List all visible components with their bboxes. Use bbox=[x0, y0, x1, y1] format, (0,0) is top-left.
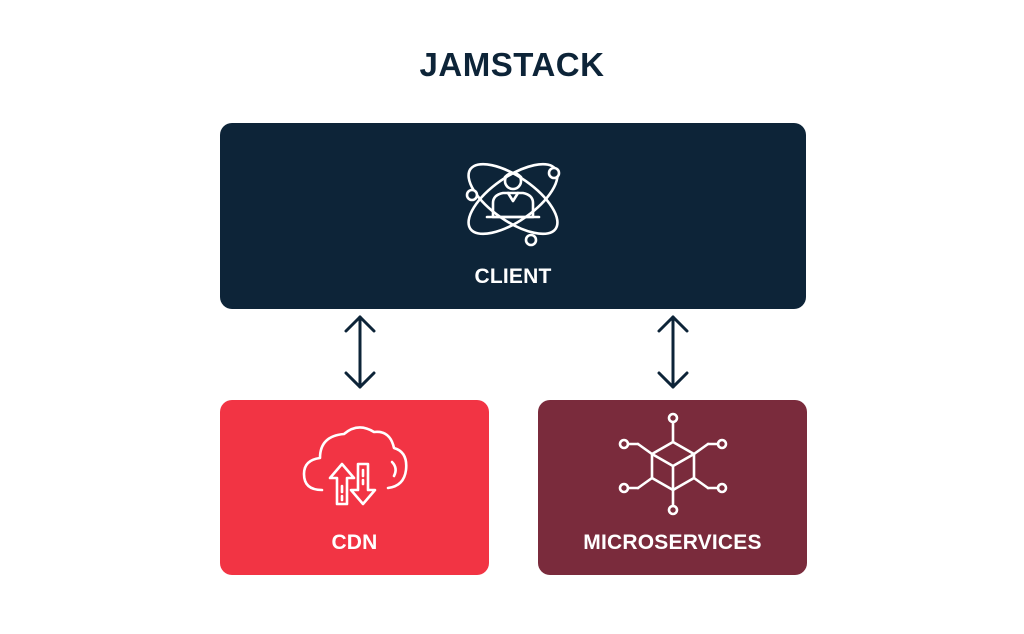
diagram-title: JAMSTACK bbox=[419, 46, 605, 83]
bidirectional-arrow-microservices bbox=[657, 315, 689, 389]
cdn-label: CDN bbox=[331, 531, 378, 554]
client-label: CLIENT bbox=[474, 265, 552, 288]
network-cube-icon bbox=[618, 412, 727, 516]
client-node: CLIENT bbox=[220, 123, 806, 309]
bidirectional-arrow-cdn bbox=[344, 315, 376, 389]
cloud-transfer-icon bbox=[302, 426, 408, 506]
user-atom-icon bbox=[465, 162, 561, 247]
microservices-label: MICROSERVICES bbox=[583, 531, 762, 554]
microservices-node: MICROSERVICES bbox=[538, 400, 807, 575]
cdn-node: CDN bbox=[220, 400, 489, 575]
